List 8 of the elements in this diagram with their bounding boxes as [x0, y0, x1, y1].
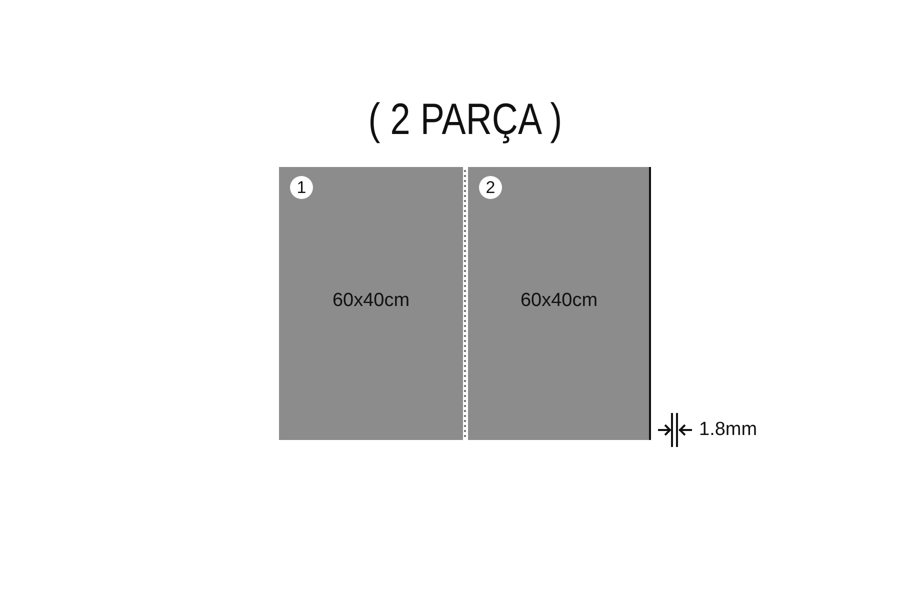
size-label: 60x40cm: [332, 290, 410, 312]
panel: [279, 167, 463, 440]
panel: [468, 167, 650, 440]
dimension-label: 1.8mm: [699, 419, 758, 441]
number-circle: 1: [290, 176, 313, 199]
size-label: 60x40cm: [520, 290, 598, 312]
number-circle: 2: [479, 176, 502, 199]
title: ( 2 PARÇA ): [367, 95, 563, 145]
